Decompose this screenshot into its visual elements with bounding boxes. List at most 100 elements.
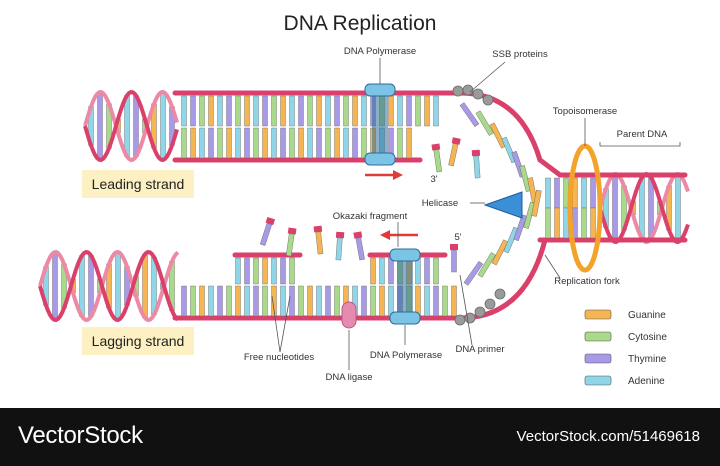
lagging-new-base xyxy=(244,257,250,285)
fork-template-base-lower xyxy=(463,260,484,286)
leading-new-base xyxy=(181,127,187,159)
lagging-template-base xyxy=(361,285,367,317)
parent-base-lower xyxy=(545,207,551,239)
helix-base-pair xyxy=(675,173,681,243)
lagging-template-base xyxy=(442,285,448,317)
leading-template-base xyxy=(181,95,187,127)
label-dna-primer: DNA primer xyxy=(455,344,504,355)
free-nucleotide xyxy=(259,216,276,246)
helix-backbone-front xyxy=(83,89,179,163)
leading-template-base xyxy=(253,95,259,127)
lagging-new-base xyxy=(271,257,277,285)
label-helicase: Helicase xyxy=(422,198,458,209)
legend-swatch-guanine xyxy=(584,309,612,320)
ssb-protein xyxy=(494,288,506,300)
diagram-title: DNA Replication xyxy=(284,12,437,35)
leading-new-base xyxy=(253,127,259,159)
lagging-strand-label: Lagging strand xyxy=(82,327,194,355)
leading-new-base xyxy=(244,127,250,159)
parent-base-upper xyxy=(590,177,596,209)
legend-label-thymine: Thymine xyxy=(628,354,667,365)
fork-template-base-lower xyxy=(523,201,536,229)
free-nucleotide xyxy=(471,149,481,179)
leading-template-base xyxy=(424,95,430,127)
lagging-template-base xyxy=(289,285,295,317)
fork-template-base-lower xyxy=(503,226,519,254)
nucleotide-base xyxy=(285,233,295,257)
label-parent-dna: Parent DNA xyxy=(617,129,668,140)
leading-template-base xyxy=(280,95,286,127)
lagging-new-base xyxy=(253,257,259,285)
leading-template-base xyxy=(298,95,304,127)
helix-base-pair xyxy=(639,177,645,239)
helix-backbone-back xyxy=(83,89,179,163)
leading-template-base xyxy=(190,95,196,127)
dna-replication-diagram: DNA Replication xyxy=(38,12,690,387)
leading-template-base xyxy=(361,95,367,127)
lagging-new-base xyxy=(262,257,268,285)
helicase-protein xyxy=(483,191,523,219)
fork-template-base-lower xyxy=(491,239,509,266)
lagging-new-base xyxy=(415,257,421,285)
footer-bar: VectorStock VectorStock.com/51469618 xyxy=(0,408,720,466)
dna-polymerase-bottom xyxy=(389,248,421,325)
leading-template-base xyxy=(406,95,412,127)
leading-new-base xyxy=(199,127,205,159)
free-nucleotide xyxy=(335,231,345,261)
nucleotide-sugar xyxy=(471,149,481,157)
lagging-new-base xyxy=(424,257,430,285)
legend-swatch-thymine xyxy=(584,353,612,364)
dna-polymerase-top xyxy=(364,83,396,166)
fork-template-base-upper xyxy=(519,165,532,193)
lagging-template-base xyxy=(181,285,187,317)
leading-new-base xyxy=(397,127,403,159)
legend-swatch-cytosine xyxy=(584,331,612,342)
leading-strand-label: Leading strand xyxy=(82,170,194,198)
label-replication-fork: Replication fork xyxy=(554,276,620,287)
leading-new-base xyxy=(235,127,241,159)
label-dna-polymerase-bottom: DNA Polymerase xyxy=(370,350,442,361)
lagging-new-base xyxy=(370,257,376,285)
lagging-template-base xyxy=(451,285,457,317)
nucleotide-base xyxy=(315,231,324,255)
leading-new-base xyxy=(289,127,295,159)
parent-base-upper xyxy=(581,177,587,209)
lagging-template-base xyxy=(298,285,304,317)
fork-template-base-upper xyxy=(459,102,480,128)
nucleotide-sugar xyxy=(335,231,345,239)
leading-template-base xyxy=(208,95,214,127)
free-nucleotide xyxy=(448,137,461,167)
lagging-new-base xyxy=(235,257,241,285)
parent-base-lower xyxy=(554,207,560,239)
leading-template-base xyxy=(289,95,295,127)
ssb-protein xyxy=(452,85,464,97)
lagging-template-base xyxy=(424,285,430,317)
leading-new-base xyxy=(343,127,349,159)
ssb-protein xyxy=(484,298,496,310)
lagging-template-base xyxy=(244,285,250,317)
lagging-template-base xyxy=(379,285,385,317)
leading-new-base xyxy=(208,127,214,159)
label-ssb-proteins: SSB proteins xyxy=(492,49,548,60)
helix-base-pair xyxy=(612,173,618,243)
free-nucleotides-layer xyxy=(259,137,481,273)
helix-base-pair xyxy=(52,251,58,321)
free-nucleotide xyxy=(353,231,365,261)
leading-template-base xyxy=(325,95,331,127)
fork-bases-layer xyxy=(459,102,542,286)
label-okazaki-fragment: Okazaki fragment xyxy=(333,211,408,222)
lagging-new-base xyxy=(289,257,295,285)
leading-template-base xyxy=(352,95,358,127)
leading-template-base xyxy=(199,95,205,127)
legend-label-adenine: Adenine xyxy=(628,376,665,387)
lagging-template-base xyxy=(316,285,322,317)
lagging-template-base xyxy=(190,285,196,317)
label-dna-ligase: DNA ligase xyxy=(326,372,373,383)
lagging-template-base xyxy=(208,285,214,317)
lagging-new-base xyxy=(280,257,286,285)
leading-new-base xyxy=(325,127,331,159)
leading-new-base xyxy=(280,127,286,159)
lagging-template-base xyxy=(334,285,340,317)
leading-template-base xyxy=(226,95,232,127)
